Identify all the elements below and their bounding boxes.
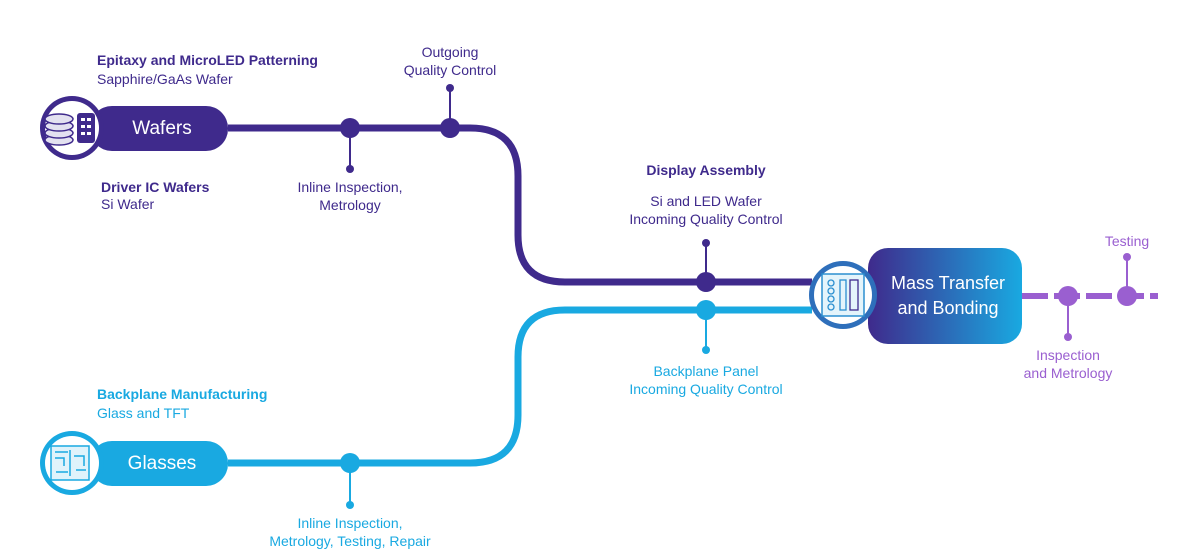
testing-node [1117,253,1137,306]
outgoing-line2: Quality Control [403,62,497,78]
glass-flow-line [228,306,812,467]
wafer-inline-inspection-label: Inline Inspection, Metrology [297,178,402,214]
wafer-inline-line2: Metrology [319,197,381,213]
wafer-flow-line [228,124,812,286]
mass-transfer-box [868,248,1022,344]
outgoing-line1: Outgoing [421,44,479,60]
glass-inline-line1: Inline Inspection, [297,515,403,531]
outgoing-qc-node [440,84,460,138]
epitaxy-heading: Epitaxy and MicroLED Patterning [97,52,318,68]
epitaxy-subheading: Sapphire/GaAs Wafer [97,71,233,87]
display-assembly-heading: Display Assembly [646,162,766,178]
wafer-inline-line1: Inline Inspection, [297,179,403,195]
wafers-pill [90,106,228,151]
backplane-iqc-line1: Backplane Panel [653,363,759,379]
backplane-heading: Backplane Manufacturing [97,386,268,402]
backplane-iqc-node [696,300,716,354]
driver-ic-heading: Driver IC Wafers [101,179,210,195]
transfer-chip-icon [809,261,877,329]
led-wafer-iqc-label: Si and LED Wafer Incoming Quality Contro… [629,192,782,228]
mass-transfer-line1: Mass Transfer [890,273,1006,293]
led-iqc-line2: Incoming Quality Control [629,211,783,227]
glass-inline-line2: Metrology, Testing, Repair [269,533,431,549]
outgoing-qc-label: Outgoing Quality Control [404,43,497,79]
output-inspection-line2: and Metrology [1023,365,1113,381]
wafers-label: Wafers [132,117,192,139]
output-inspection-line1: Inspection [1036,347,1100,363]
mass-transfer-label: Mass Transfer and Bonding [878,270,1018,322]
glass-panel-icon [40,431,104,495]
glasses-pill [90,441,228,486]
output-inspection-label: Inspection and Metrology [1024,346,1113,382]
driver-ic-subheading: Si Wafer [101,196,155,212]
output-inspection-node [1058,286,1078,341]
wafer-inline-inspection-node [340,118,360,173]
mass-transfer-line2: and Bonding [897,298,999,318]
backplane-iqc-line2: Incoming Quality Control [629,381,783,397]
backplane-subheading: Glass and TFT [97,405,190,421]
backplane-iqc-label: Backplane Panel Incoming Quality Control [629,362,782,398]
glass-inline-inspection-node [340,453,360,509]
led-iqc-line1: Si and LED Wafer [650,193,762,209]
glasses-label: Glasses [127,452,197,474]
wafer-stack-icon [40,96,104,160]
glass-inline-inspection-label: Inline Inspection, Metrology, Testing, R… [269,514,430,550]
led-wafer-iqc-node [696,239,716,292]
testing-label: Testing [1104,233,1150,249]
